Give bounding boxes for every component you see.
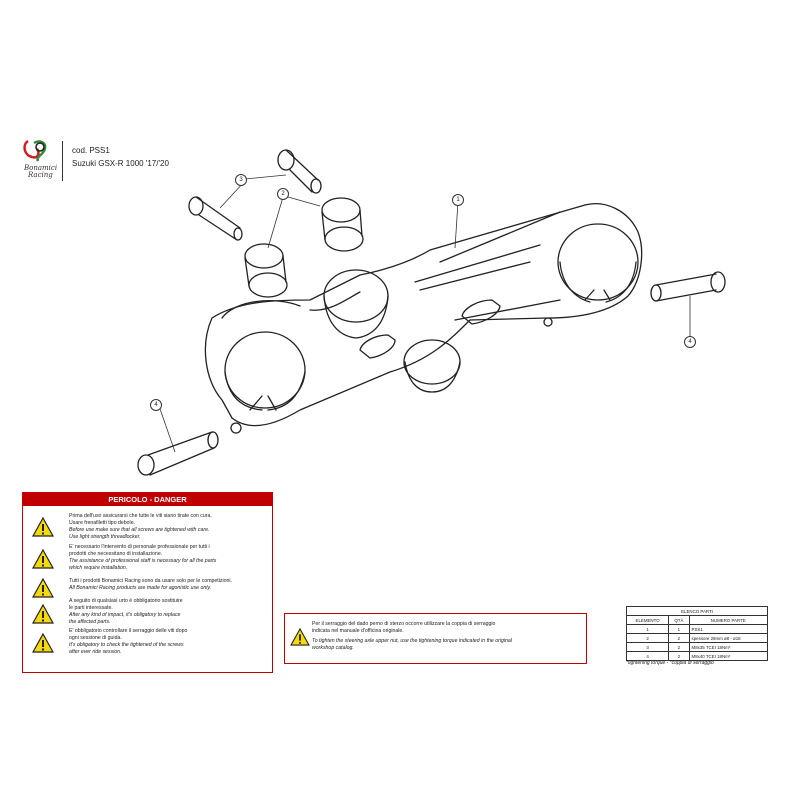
torque-footnote: *tightening torque - *coppia di serraggi… [626,660,714,666]
parts-title: ELENCO PARTI [626,606,768,616]
callout-2: 2 [277,188,289,200]
danger-line: Use light strength threadlocker. [69,534,141,540]
danger-line: Prima dell'uso assicurarsi che tutte le … [69,513,212,519]
cell: 1 [668,624,690,634]
column-header: NUMERO PARTE [688,615,769,625]
torque-line: indicata nel manuale d'officina original… [312,628,404,634]
danger-line: after ever ride session. [69,649,122,655]
danger-warning-box: PERICOLO - DANGER Prima dell'uso assicur… [22,492,273,673]
bolt-3b [277,149,322,194]
danger-line: le parti interessate. [69,605,113,611]
warning-icon [32,604,54,624]
model-name: Suzuki GSX-R 1000 '17/'20 [72,159,169,168]
warning-icon [32,517,54,537]
danger-line: After any kind of impact, it's obligator… [69,612,181,618]
bonamici-logo [23,139,47,162]
brand-subtitle: Racing [28,171,53,179]
cell: spessore 29mm ø8 - ø18 [688,633,769,643]
callout-3: 3 [235,174,247,186]
warning-icon [32,549,54,569]
table-row: 2 2 spessore 29mm ø8 - ø18 [625,633,769,643]
header-divider [62,141,63,181]
warning-icon [290,628,310,646]
danger-line: which require installation. [69,565,128,571]
cell: 2 [668,651,690,661]
spacer-2a [321,197,364,252]
column-header: QTÀ [668,615,690,625]
cell: PSS1 [688,624,769,634]
danger-line: All Bonamici Racing products are made fo… [69,585,212,591]
cell: 2 [625,633,670,643]
callout-4-right: 4 [684,336,696,348]
danger-line: It's obligatory to check the tightened o… [69,642,184,648]
danger-line: Before use make sure that all screws are… [69,527,210,533]
danger-line: Tutti i prodotti Bonamici Racing sono da… [69,578,233,584]
cell: 2 [668,633,690,643]
cell: 3 [625,642,670,652]
cell: 1 [625,624,670,634]
spacer-2b [244,243,288,298]
column-header: ELEMENTO [625,615,670,625]
warning-icon [32,633,54,653]
danger-line: E' obbligatorio controllare il serraggio… [69,628,188,634]
bolt-4b [137,431,219,476]
danger-line: ogni sessione di guida. [69,635,122,641]
table-row: 4 2 M8x40 TCEI 18Nm* [625,651,769,661]
danger-line: The assistance of professional staff is … [69,558,217,564]
torque-line: To tighten the steering axle upper nut, … [312,638,512,644]
torque-notice-box: Per il serraggio del dado perno di sterz… [284,613,587,664]
triple-clamp-body [204,203,643,434]
torque-line: Per il serraggio del dado perno di sterz… [312,621,496,627]
danger-line: the affected parts. [69,619,111,625]
bolt-4a [650,271,726,302]
product-code: cod. PSS1 [72,146,110,155]
parts-list-table: ELENCO PARTI ELEMENTO QTÀ NUMERO PARTE 1… [625,606,769,661]
cell: M8x40 TCEI 18Nm* [688,651,769,661]
table-row: 1 1 PSS1 [625,624,769,634]
danger-line: A seguito di qualsiasi urto è obbligator… [69,598,183,604]
table-header-row: ELEMENTO QTÀ NUMERO PARTE [625,615,769,625]
brand-name: Bonamici [24,164,58,172]
bolt-3a [188,196,243,241]
danger-line: prodotti che necessitano di installazion… [69,551,163,557]
torque-line: workshop catalog. [312,645,354,651]
callout-4-left: 4 [150,399,162,411]
danger-title: PERICOLO - DANGER [23,493,272,506]
danger-line: E' necessario l'intervento di personale … [69,544,210,550]
warning-icon [32,578,54,598]
cell: M8x35 TCEI 18Nm* [688,642,769,652]
danger-line: Usare frenafiletti tipo debole. [69,520,136,526]
cell: 2 [668,642,690,652]
callout-1: 1 [452,194,464,206]
table-row: 3 2 M8x35 TCEI 18Nm* [625,642,769,652]
